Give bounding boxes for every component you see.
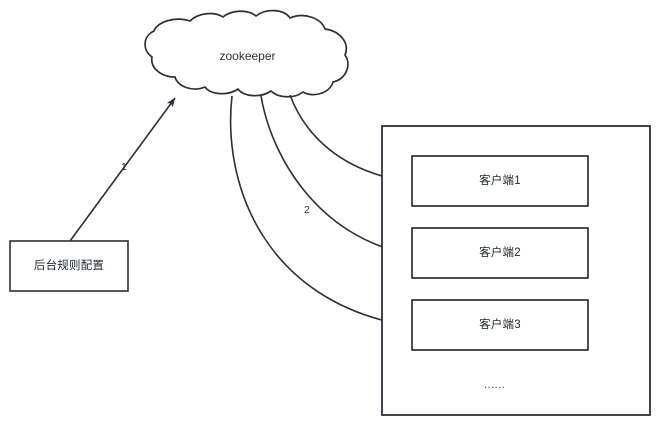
zookeeper-cloud-shape <box>144 9 349 98</box>
config-box-shape[interactable] <box>9 240 129 292</box>
client1-box-shape[interactable] <box>411 155 589 207</box>
more-clients-ellipsis: ...... <box>484 379 506 391</box>
edge-label-2: 2 <box>304 204 310 216</box>
client2-box-shape[interactable] <box>411 227 589 279</box>
edge-zookeeper-to-client3 <box>229 95 405 327</box>
edge-config-to-zookeeper <box>69 97 176 242</box>
edge-label-1: 1 <box>121 161 127 173</box>
edge-zookeeper-to-client2 <box>260 95 405 255</box>
client3-box-shape[interactable] <box>411 299 589 351</box>
